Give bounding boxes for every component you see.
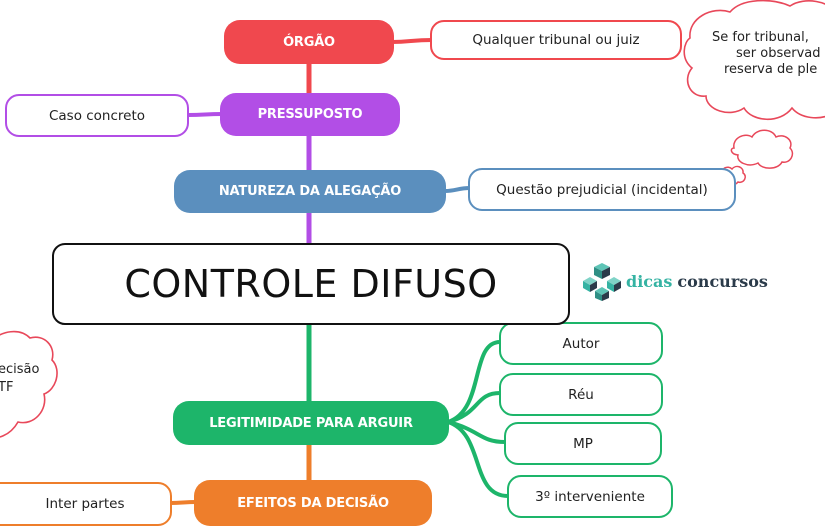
note-tribunal-line1: Se for tribunal, (712, 30, 809, 45)
brand-word-concursos: concursos (677, 271, 768, 291)
note-cloud-decisao (0, 330, 58, 438)
link-legit-interveniente (447, 420, 509, 498)
brand-word-dicas: dicas (626, 271, 673, 291)
leaf-interveniente[interactable]: 3º interveniente (507, 475, 673, 518)
central-topic[interactable]: CONTROLE DIFUSO (52, 243, 570, 325)
branch-legitimidade[interactable]: LEGITIMIDADE PARA ARGUIR (173, 401, 449, 445)
note-cloud-tribunal (683, 0, 825, 120)
link-efeitos-leaf (169, 500, 197, 505)
link-pressuposto-leaf (187, 112, 223, 117)
leaf-autor[interactable]: Autor (499, 322, 663, 365)
link-natureza-leaf (444, 186, 471, 193)
note-decisao-line1: ecisão (0, 362, 40, 377)
cube-cluster-icon (583, 263, 621, 301)
leaf-orgao[interactable]: Qualquer tribunal ou juiz (430, 20, 682, 60)
note-tribunal-line2: ser observad (736, 46, 821, 61)
link-legit-autor (447, 340, 501, 424)
link-orgao-leaf (391, 38, 433, 44)
note-tribunal-line3: reserva de ple (724, 62, 818, 77)
leaf-natureza[interactable]: Questão prejudicial (incidental) (468, 168, 736, 211)
link-legit-reu (447, 391, 501, 424)
note-decisao-line2: TF (0, 380, 14, 395)
thought-bubble-large (730, 129, 794, 169)
leaf-mp[interactable]: MP (504, 422, 662, 465)
branch-pressuposto[interactable]: PRESSUPOSTO (220, 93, 400, 136)
branch-natureza[interactable]: NATUREZA DA ALEGAÇÃO (174, 170, 446, 213)
leaf-efeitos[interactable]: Inter partes (0, 482, 172, 526)
branch-efeitos[interactable]: EFEITOS DA DECISÃO (194, 480, 432, 526)
leaf-reu[interactable]: Réu (499, 373, 663, 416)
branch-orgao[interactable]: ÓRGÃO (224, 20, 394, 64)
leaf-pressuposto[interactable]: Caso concreto (5, 94, 189, 137)
